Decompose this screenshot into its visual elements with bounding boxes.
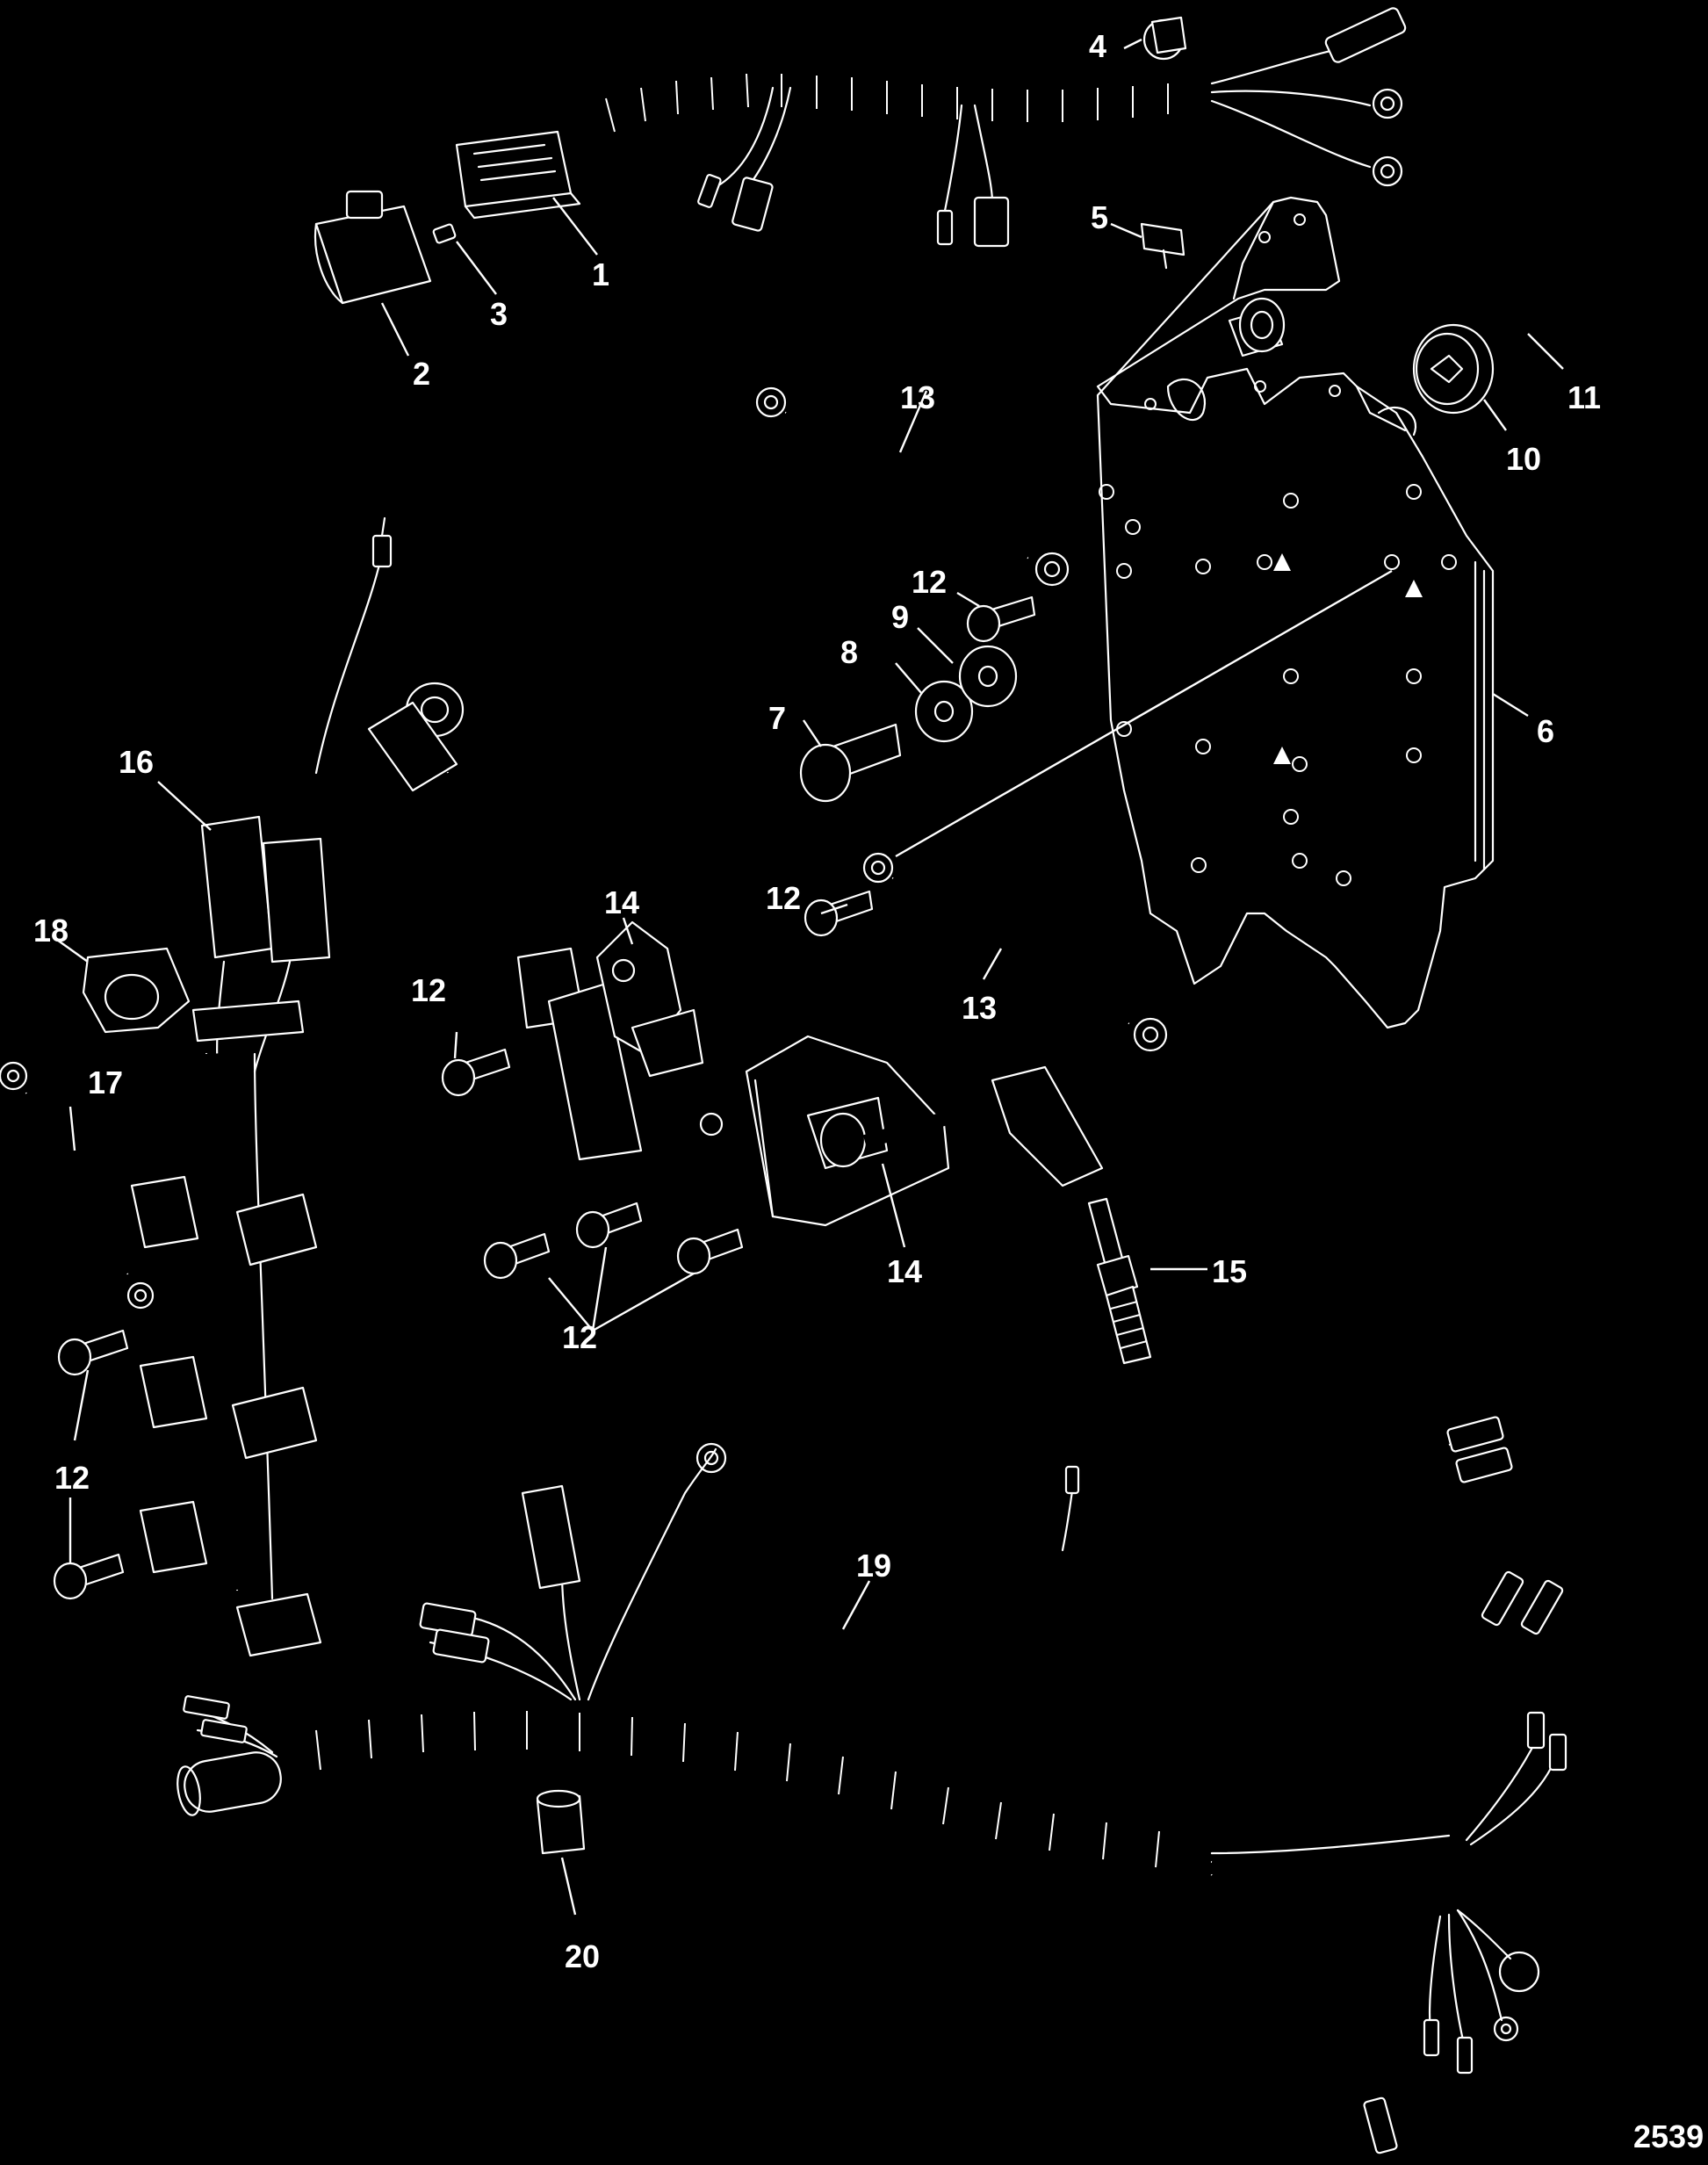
sleeve-part-11: [1228, 297, 1286, 357]
screw-part-12-left-b: [53, 1553, 125, 1600]
callouts: 1 2 3 4 5 6 7 8 9 10 11 12 12 12 12 12 1…: [33, 28, 1704, 2154]
callout-14-lower: 14: [887, 1253, 922, 1289]
spark-plug-part-15: [1087, 1197, 1152, 1365]
callout-16: 16: [119, 744, 154, 780]
screw-part-12-strap: [804, 890, 874, 937]
callout-15: 15: [1212, 1253, 1247, 1289]
clamp-part-18: [82, 947, 191, 1034]
washer-part-8: [914, 680, 974, 743]
bolt-part-7: [799, 723, 902, 803]
callout-6: 6: [1537, 713, 1554, 749]
callout-14-upper: 14: [604, 884, 639, 920]
grommet-part-10: [1412, 323, 1495, 415]
screw-part-5: [1140, 222, 1186, 270]
callout-19: 19: [856, 1548, 891, 1584]
callout-1: 1: [592, 256, 609, 292]
clip-part-4: [1142, 16, 1187, 61]
callout-2: 2: [413, 356, 430, 392]
mounting-plate-part-6: [1096, 196, 1495, 1029]
callout-11: 11: [1567, 379, 1601, 415]
callout-13-lower: 13: [962, 990, 997, 1026]
engine-harness-left-part-16: [130, 516, 393, 1657]
leader-lines: [56, 38, 1564, 1916]
callout-12-bottom: 12: [562, 1319, 597, 1355]
ground-strap-part-13-lower: [862, 852, 1168, 1052]
cap-part-20: [536, 1789, 586, 1855]
screw-part-12-coil-d: [676, 1228, 744, 1275]
callout-12-left: 12: [54, 1460, 90, 1496]
callout-4: 4: [1089, 28, 1106, 64]
callout-3: 3: [490, 296, 508, 332]
callout-13-upper: 13: [900, 379, 935, 415]
callout-18: 18: [33, 913, 68, 949]
callout-8: 8: [840, 634, 858, 670]
ground-lead-part-17: [0, 1061, 155, 1310]
callout-12-strap: 12: [766, 880, 801, 916]
ground-strap-part-13-upper: [755, 386, 1070, 587]
callout-12-coil: 12: [411, 972, 446, 1008]
callout-17: 17: [88, 1064, 123, 1101]
engine-harness-top: [314, 7, 1407, 305]
callout-5: 5: [1091, 199, 1108, 235]
callout-10: 10: [1506, 441, 1541, 477]
main-harness-part-19: [177, 1416, 1567, 2154]
screw-part-12-plate: [966, 595, 1036, 643]
callout-20: 20: [565, 1938, 600, 1974]
screw-part-12-coil-c: [575, 1202, 643, 1249]
screw-part-12-left-a: [57, 1329, 129, 1376]
washer-part-9: [958, 645, 1018, 708]
ignition-coil-part-14-right: [699, 1035, 1104, 1227]
callout-9: 9: [891, 599, 909, 635]
figure-number: 2539: [1633, 2118, 1704, 2154]
screw-part-12-coil-a: [441, 1048, 511, 1097]
callout-12-plate: 12: [912, 564, 947, 600]
screw-part-12-coil-b: [483, 1232, 551, 1280]
callout-7: 7: [768, 700, 786, 736]
ignition-coil-part-14-left: [367, 682, 704, 1161]
